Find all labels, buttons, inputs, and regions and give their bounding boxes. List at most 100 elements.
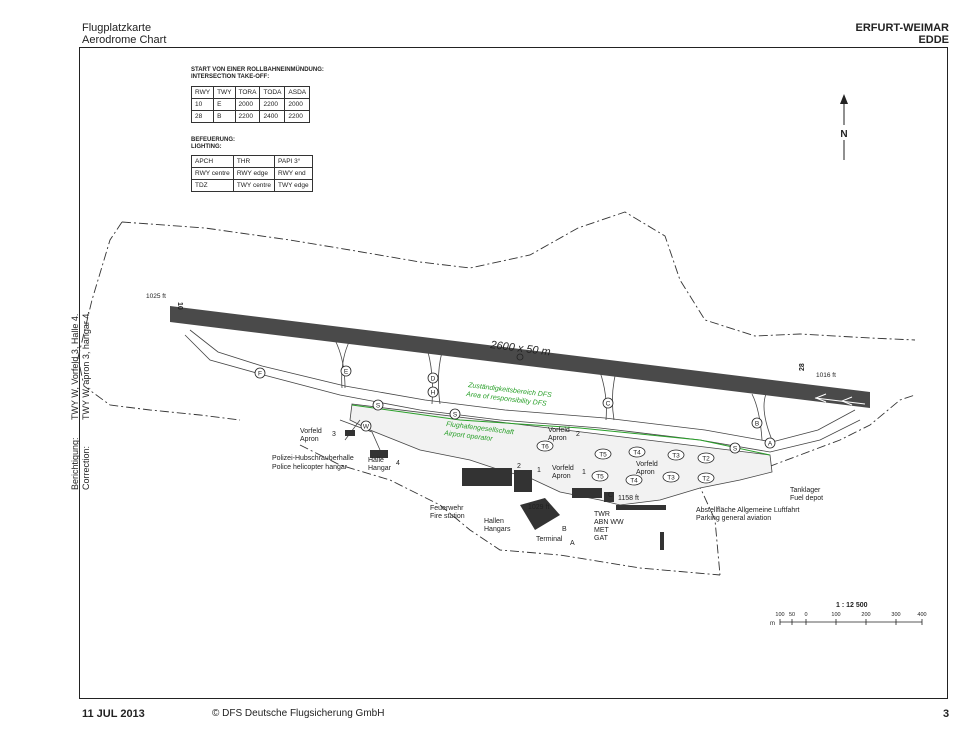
taxiway-marker-t2: T2: [697, 452, 715, 464]
intersection-cell: 2200: [234, 110, 261, 123]
fuel-depot-en: Fuel depot: [790, 495, 823, 502]
taxiway-marker-t6: T6: [536, 440, 554, 452]
intersection-cell: 2400: [259, 110, 286, 123]
copyright: © DFS Deutsche Flugsicherung GmbH: [212, 708, 385, 719]
taxiway-marker-s: S: [729, 442, 741, 454]
abn-building: [604, 492, 614, 502]
taxiway-marker-label: F: [258, 371, 262, 378]
scale-tick-label: 200: [861, 612, 870, 618]
hangars-en: Hangars: [484, 526, 511, 533]
taxiway-marker-t4: T4: [625, 474, 643, 486]
taxiway-marker-shape: [662, 471, 680, 483]
facility-labels: Vorfeld Apron 3 Vorfeld Apron 2 Vorfeld …: [272, 427, 823, 547]
intersection-caption-en: INTERSECTION TAKE-OFF:: [191, 74, 270, 80]
north-label: N: [840, 129, 847, 140]
scale-tick-label: 0: [804, 612, 807, 618]
taxiway-marker-f: F: [254, 367, 266, 379]
taxiway-marker-s: S: [449, 408, 461, 420]
taxiway-marker-shape: [625, 474, 643, 486]
taxiway-marker-label: S: [376, 403, 381, 410]
taxiway-marker-w: W: [360, 420, 372, 432]
taxiway-marker-shape: [697, 472, 715, 484]
apron-east-en: Apron: [636, 469, 655, 476]
twr-label: TWR: [594, 511, 610, 518]
lighting-caption-de: BEFEUERUNG:: [191, 137, 236, 143]
taxiway-marker-a: A: [764, 437, 776, 449]
taxiway-marker-label: W: [363, 424, 370, 431]
taxiway-marker-shape: [372, 399, 384, 411]
taxiway-marker-s: S: [372, 399, 384, 411]
taxiway-marker-t5: T5: [591, 470, 609, 482]
taxiway-marker-shape: [628, 446, 646, 458]
hangars-de: Hallen: [484, 518, 504, 525]
halle-de: Halle: [368, 457, 384, 464]
taxiway-marker-shape: [427, 372, 439, 384]
fuel-depot-building: [660, 532, 664, 550]
taxiway-marker-label: C: [606, 401, 611, 408]
lighting-cell: TWY centre: [232, 179, 276, 192]
abn-label: ABN WW: [594, 519, 624, 526]
taxiway-marker-t5: T5: [594, 448, 612, 460]
taxiway-marker-label: T2: [702, 456, 710, 463]
taxiway-marker-shape: [340, 365, 352, 377]
aerodrome-name: ERFURT-WEIMAR: [855, 22, 950, 34]
ga-parking-de: Abstellfläche Allgemeine Luftfahrt: [696, 507, 800, 514]
taxiway-marker-label: T5: [599, 452, 607, 459]
police-hangar-en: Police helicopter hangar: [272, 464, 348, 471]
scale-tick-label: 50: [789, 612, 795, 618]
taxiway-marker-t3: T3: [667, 449, 685, 461]
taxiway-marker-label: S: [733, 446, 738, 453]
apron-2-de: Vorfeld: [548, 427, 570, 434]
scale-ratio: 1 : 12 500: [836, 602, 868, 609]
apron-2-number: 2: [576, 431, 580, 438]
taxiway-marker-shape: [427, 386, 439, 398]
met-label: MET: [594, 527, 610, 534]
icao-code: EDDE: [918, 34, 949, 46]
taxiway-marker-label: B: [755, 421, 759, 428]
hangar-2-number: 2: [517, 463, 521, 470]
taxiway-marker-c: C: [602, 397, 614, 409]
scale-tick-label: 100: [775, 612, 784, 618]
terminal-a-label: A: [570, 540, 575, 547]
intersection-cell: 2200: [284, 110, 311, 123]
terminal-label: Terminal: [536, 536, 563, 543]
lighting-caption-en: LIGHTING:: [191, 144, 222, 150]
ga-parking-en: Parking general aviation: [696, 515, 771, 522]
terminal-b-label: B: [562, 526, 567, 533]
scale-unit: m: [770, 621, 775, 627]
chart-frame: [79, 47, 948, 699]
taxiway-marker-e: E: [340, 365, 352, 377]
apron-1-number: 1: [582, 469, 586, 476]
apron-3-en: Apron: [300, 436, 319, 443]
taxiway-marker-shape: [360, 420, 372, 432]
apron-3-de: Vorfeld: [300, 428, 322, 435]
c-mark: C: [608, 492, 613, 499]
intersection-caption-de: START VON EINER ROLLBAHNEINMÜNDUNG:: [191, 67, 324, 73]
taxiway-marker-shape: [751, 417, 763, 429]
aerodrome-id: ERFURT-WEIMAR EDDE: [856, 22, 950, 46]
north-arrow: N: [840, 94, 848, 160]
hangar-1-number: 1: [537, 467, 541, 474]
taxiway-marker-shape: [536, 440, 554, 452]
taxiway-marker-shape: [697, 452, 715, 464]
ga-building: [616, 505, 666, 510]
runway-28-label: 28: [799, 363, 806, 371]
taxiway-marker-h: H: [427, 386, 439, 398]
taxiway-marker-shape: [254, 367, 266, 379]
fire-station-de: Feuerwehr: [430, 505, 464, 512]
apron3-building: [345, 430, 355, 436]
page-number: 3: [943, 708, 950, 720]
buildings: [345, 430, 666, 550]
taxiway-marker-label: H: [431, 390, 436, 397]
taxiway-marker-shape: [667, 449, 685, 461]
scale-tick-label: 300: [891, 612, 900, 618]
apron-1-de: Vorfeld: [552, 465, 574, 472]
taxiway-marker-label: T5: [596, 474, 604, 481]
